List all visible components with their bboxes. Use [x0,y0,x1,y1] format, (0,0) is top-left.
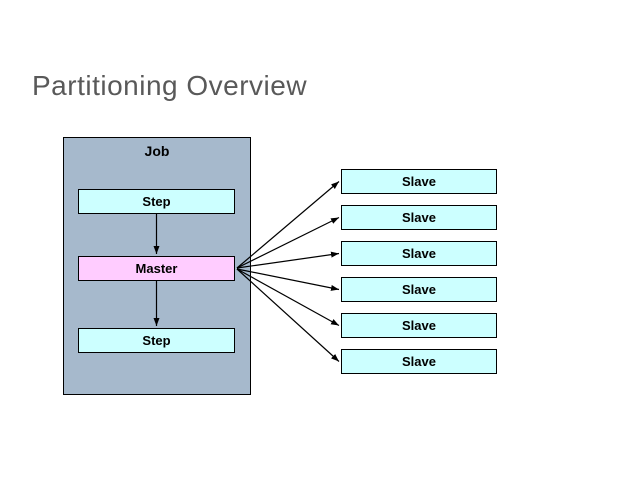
slave-box-5: Slave [341,313,497,338]
slide-title: Partitioning Overview [32,70,308,101]
master-box: Master [78,256,235,281]
step-box-bottom: Step [78,328,235,353]
slave-box-2: Slave [341,205,497,230]
arrow-master-to-slave-5 [236,268,340,327]
step-box-top: Step [78,189,235,214]
slave-box-1: Slave [341,169,497,194]
job-label: Job [144,143,170,159]
slave-box-3: Slave [341,241,497,266]
slave-box-4: Slave [341,277,497,302]
arrow-master-to-slave-4 [236,268,340,291]
arrow-master-to-slave-6 [236,268,340,362]
arrow-master-to-slave-3 [236,251,340,269]
arrow-master-to-slave-1 [236,181,340,269]
arrow-master-to-slave-2 [236,216,340,269]
slave-box-6: Slave [341,349,497,374]
